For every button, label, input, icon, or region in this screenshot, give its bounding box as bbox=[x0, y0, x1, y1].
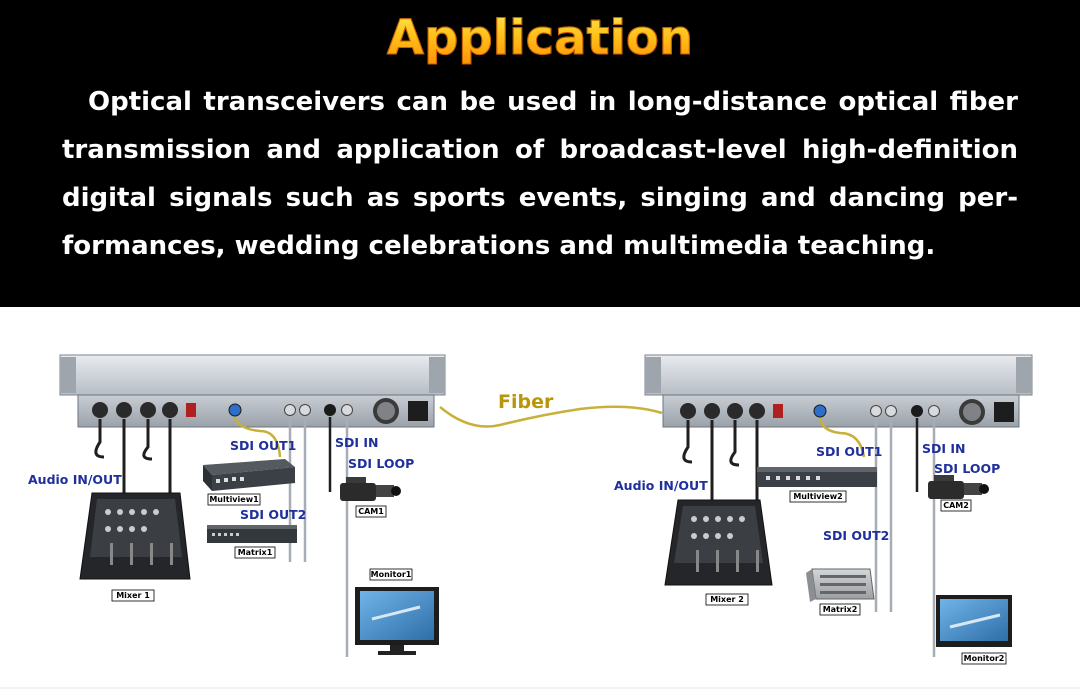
right-monitor-device: Monitor2 bbox=[936, 595, 1012, 665]
left-sdi-out1-label: SDI OUT1 bbox=[230, 438, 296, 453]
left-multiview-device: Multiview1 bbox=[203, 459, 295, 506]
description-text: Optical transceivers can be used in long… bbox=[62, 87, 1018, 261]
left-transceiver-unit: Audio IN/OUT SDI OUT1 SDI OUT2 SDI IN SD… bbox=[28, 354, 446, 657]
right-sdi-cables bbox=[818, 417, 936, 657]
right-audio-label: Audio IN/OUT bbox=[614, 478, 708, 493]
right-sdi-in-label: SDI IN bbox=[922, 441, 966, 456]
header-banner: Application Optical transceivers can be … bbox=[0, 0, 1080, 307]
right-camera-device: CAM2 bbox=[928, 475, 989, 512]
left-sdi-in-label: SDI IN bbox=[335, 435, 379, 450]
left-sdi-loop-label: SDI LOOP bbox=[348, 456, 414, 471]
right-multiview-device: Multiview2 bbox=[757, 467, 877, 503]
application-diagram: Audio IN/OUT SDI OUT1 SDI OUT2 SDI IN SD… bbox=[0, 307, 1080, 691]
page-title: Application bbox=[0, 6, 1080, 70]
left-monitor-device: Monitor1 bbox=[355, 568, 439, 655]
left-sdi-out2-label: SDI OUT2 bbox=[240, 507, 306, 522]
left-cam-caption: CAM1 bbox=[358, 507, 384, 516]
left-matrix-device: Matrix1 bbox=[207, 525, 297, 559]
right-sdi-out1-label: SDI OUT1 bbox=[816, 444, 882, 459]
right-matrix-device: Matrix2 bbox=[806, 568, 875, 616]
left-monitor-caption: Monitor1 bbox=[371, 570, 412, 579]
right-transceiver-unit: Audio IN/OUT SDI OUT1 SDI OUT2 SDI IN SD… bbox=[614, 354, 1033, 665]
right-multiview-caption: Multiview2 bbox=[793, 492, 842, 501]
right-audio-connectors bbox=[680, 403, 765, 419]
right-mixer-device: Mixer 2 bbox=[664, 499, 773, 606]
left-matrix-caption: Matrix1 bbox=[238, 548, 273, 557]
right-sdi-out2-label: SDI OUT2 bbox=[823, 528, 889, 543]
left-sdi-cables bbox=[233, 416, 349, 657]
right-cam-caption: CAM2 bbox=[943, 501, 969, 510]
right-audio-cables bbox=[682, 420, 759, 507]
right-mixer-caption: Mixer 2 bbox=[710, 595, 744, 604]
fiber-link: Fiber bbox=[439, 391, 663, 428]
left-audio-cables bbox=[94, 419, 172, 505]
right-transceiver-chassis bbox=[644, 354, 1033, 428]
left-mixer-device: Mixer 1 bbox=[79, 492, 191, 602]
left-mixer-caption: Mixer 1 bbox=[116, 591, 150, 600]
fiber-label: Fiber bbox=[498, 391, 554, 413]
left-audio-connectors bbox=[92, 402, 178, 418]
right-sdi-loop-label: SDI LOOP bbox=[934, 461, 1000, 476]
right-monitor-caption: Monitor2 bbox=[964, 654, 1005, 663]
left-audio-label: Audio IN/OUT bbox=[28, 472, 122, 487]
left-transceiver-chassis bbox=[59, 354, 446, 428]
left-multiview-caption: Multiview1 bbox=[209, 495, 259, 504]
left-camera-device: CAM1 bbox=[340, 477, 401, 518]
right-matrix-caption: Matrix2 bbox=[823, 605, 858, 614]
